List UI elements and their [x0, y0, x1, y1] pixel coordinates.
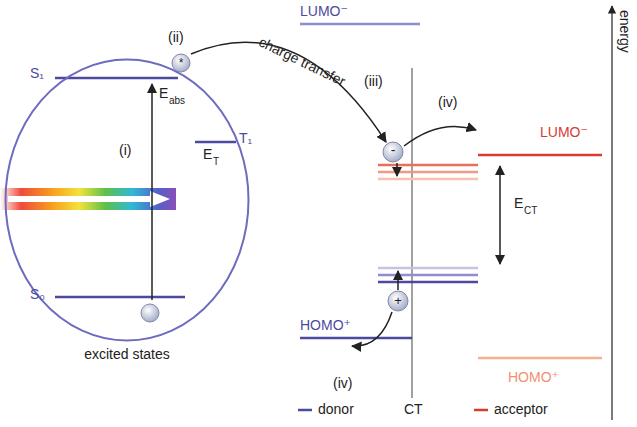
acceptor-lumo	[478, 154, 602, 157]
energy-symbol: E	[514, 196, 523, 211]
energy-symbol: E	[203, 147, 212, 162]
acceptor-homo	[478, 357, 602, 360]
region-caption: excited states	[84, 346, 170, 362]
energy-symbol: E	[159, 86, 168, 101]
relax-arrow	[397, 271, 399, 290]
absorption-arrow	[151, 84, 153, 300]
charge-symbol: -	[391, 143, 396, 158]
relax-arrow	[396, 163, 398, 176]
ct-electron	[383, 142, 403, 162]
step-number: (i)	[119, 143, 131, 158]
legend-text: acceptor	[494, 402, 548, 417]
ct-state	[378, 267, 478, 270]
light-beam	[0, 188, 176, 210]
t1-level	[195, 141, 236, 144]
donor-homo	[300, 337, 412, 340]
axis-label: energy	[617, 10, 632, 53]
s1-level	[55, 77, 178, 80]
legend-label: CT	[404, 402, 423, 417]
ground-electron	[141, 304, 159, 322]
ct-state	[378, 274, 478, 277]
energy-subscript: T	[213, 156, 219, 167]
energy-subscript: CT	[524, 205, 537, 216]
charge-symbol: *	[179, 57, 184, 70]
level-label: T₁	[239, 131, 252, 146]
excited-electron	[172, 54, 190, 72]
orbital-label: LUMO⁻	[540, 125, 588, 140]
dissociation-arrow	[404, 126, 476, 146]
dissociation-arrow	[352, 312, 392, 346]
step-number: (ii)	[168, 30, 184, 45]
legend-sample	[298, 409, 312, 412]
level-label: S₁	[30, 66, 44, 81]
legend-sample	[474, 409, 488, 412]
interface-line	[412, 68, 413, 398]
ct-state	[378, 164, 478, 167]
ect-arrow	[499, 166, 501, 264]
donor-lumo	[300, 23, 420, 26]
legend-text: donor	[318, 402, 354, 417]
level-label: S₀	[30, 287, 45, 302]
charge-symbol: +	[394, 294, 402, 308]
beam-arrow	[8, 191, 170, 207]
s0-level	[55, 296, 185, 299]
ct-hole	[388, 291, 408, 311]
step-number: (iv)	[438, 95, 457, 110]
arrow-label: charge transfer	[256, 34, 347, 89]
orbital-label: HOMO⁺	[508, 370, 559, 385]
energy-subscript: abs	[169, 95, 185, 106]
orbital-label: HOMO⁺	[300, 318, 351, 333]
step-number: (iii)	[364, 74, 383, 89]
orbital-label: LUMO⁻	[300, 4, 348, 19]
ct-state	[378, 178, 478, 181]
ct-state	[378, 171, 478, 174]
step-number: (iv)	[333, 376, 352, 391]
ct-state	[378, 281, 478, 284]
energy-axis	[611, 6, 612, 420]
